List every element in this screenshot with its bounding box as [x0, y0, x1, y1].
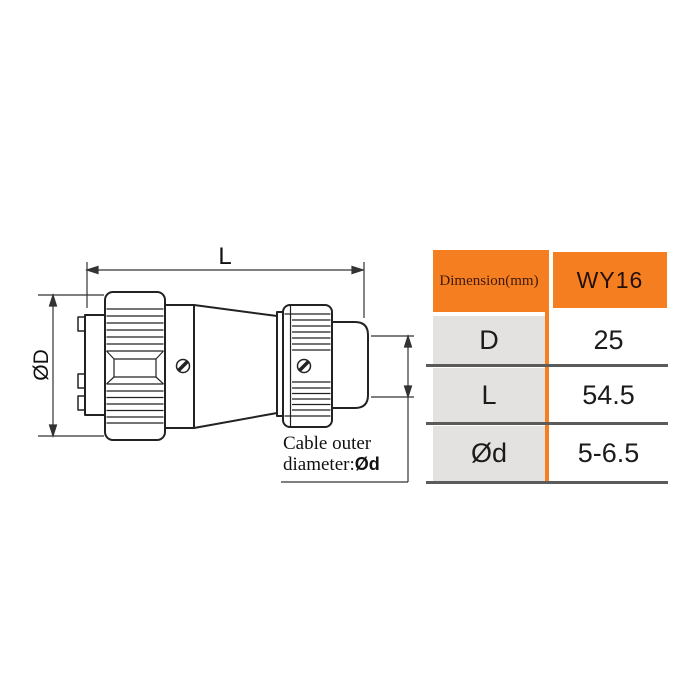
tapered-body: [193, 304, 278, 429]
cable-note-line2: diameter:Ød: [283, 454, 413, 475]
cable-note-line1: Cable outer: [283, 433, 372, 454]
table-bottom-border: [426, 481, 668, 484]
coupling-nut-knurling: [106, 308, 164, 424]
table-row-separator: [426, 422, 668, 425]
cable-note-line2-text: diameter:: [283, 454, 355, 475]
outer-diameter-dimension-label: ØD: [30, 349, 53, 381]
connector-body-outline: [77, 291, 369, 441]
cable-diameter-note: Cable outer diameter:Ød: [283, 434, 413, 475]
length-dimension-label: L: [218, 243, 232, 270]
table-row-label-D: D: [433, 316, 545, 364]
set-screw: [175, 358, 191, 374]
spec-table: Dimension(mm) WY16 D 25 L 54.5 Ød 5-6.5: [426, 250, 668, 484]
front-flange: [84, 314, 106, 416]
table-header-dimension: Dimension(mm): [433, 250, 545, 312]
table-header-model: WY16: [553, 252, 667, 308]
dimension-line-Od: [281, 334, 414, 483]
table-row-value-Od: 5-6.5: [549, 426, 668, 481]
cable-clamp-knurling: [284, 306, 331, 426]
set-screw: [296, 358, 312, 374]
flange-key: [77, 316, 86, 332]
flange-key: [77, 395, 86, 411]
table-row-value-L: 54.5: [549, 368, 668, 422]
dimension-line-OD: [38, 293, 104, 438]
table-row-label-Od: Ød: [433, 426, 545, 481]
table-row-value-D: 25: [549, 316, 668, 364]
flange-key: [77, 373, 86, 389]
dimension-line-L: [85, 262, 365, 318]
table-row-separator: [426, 364, 668, 367]
table-row-label-L: L: [433, 368, 545, 422]
cable-note-diameter-symbol: Ød: [354, 454, 380, 474]
end-cap: [331, 321, 369, 409]
coupling-nut: [104, 291, 166, 441]
